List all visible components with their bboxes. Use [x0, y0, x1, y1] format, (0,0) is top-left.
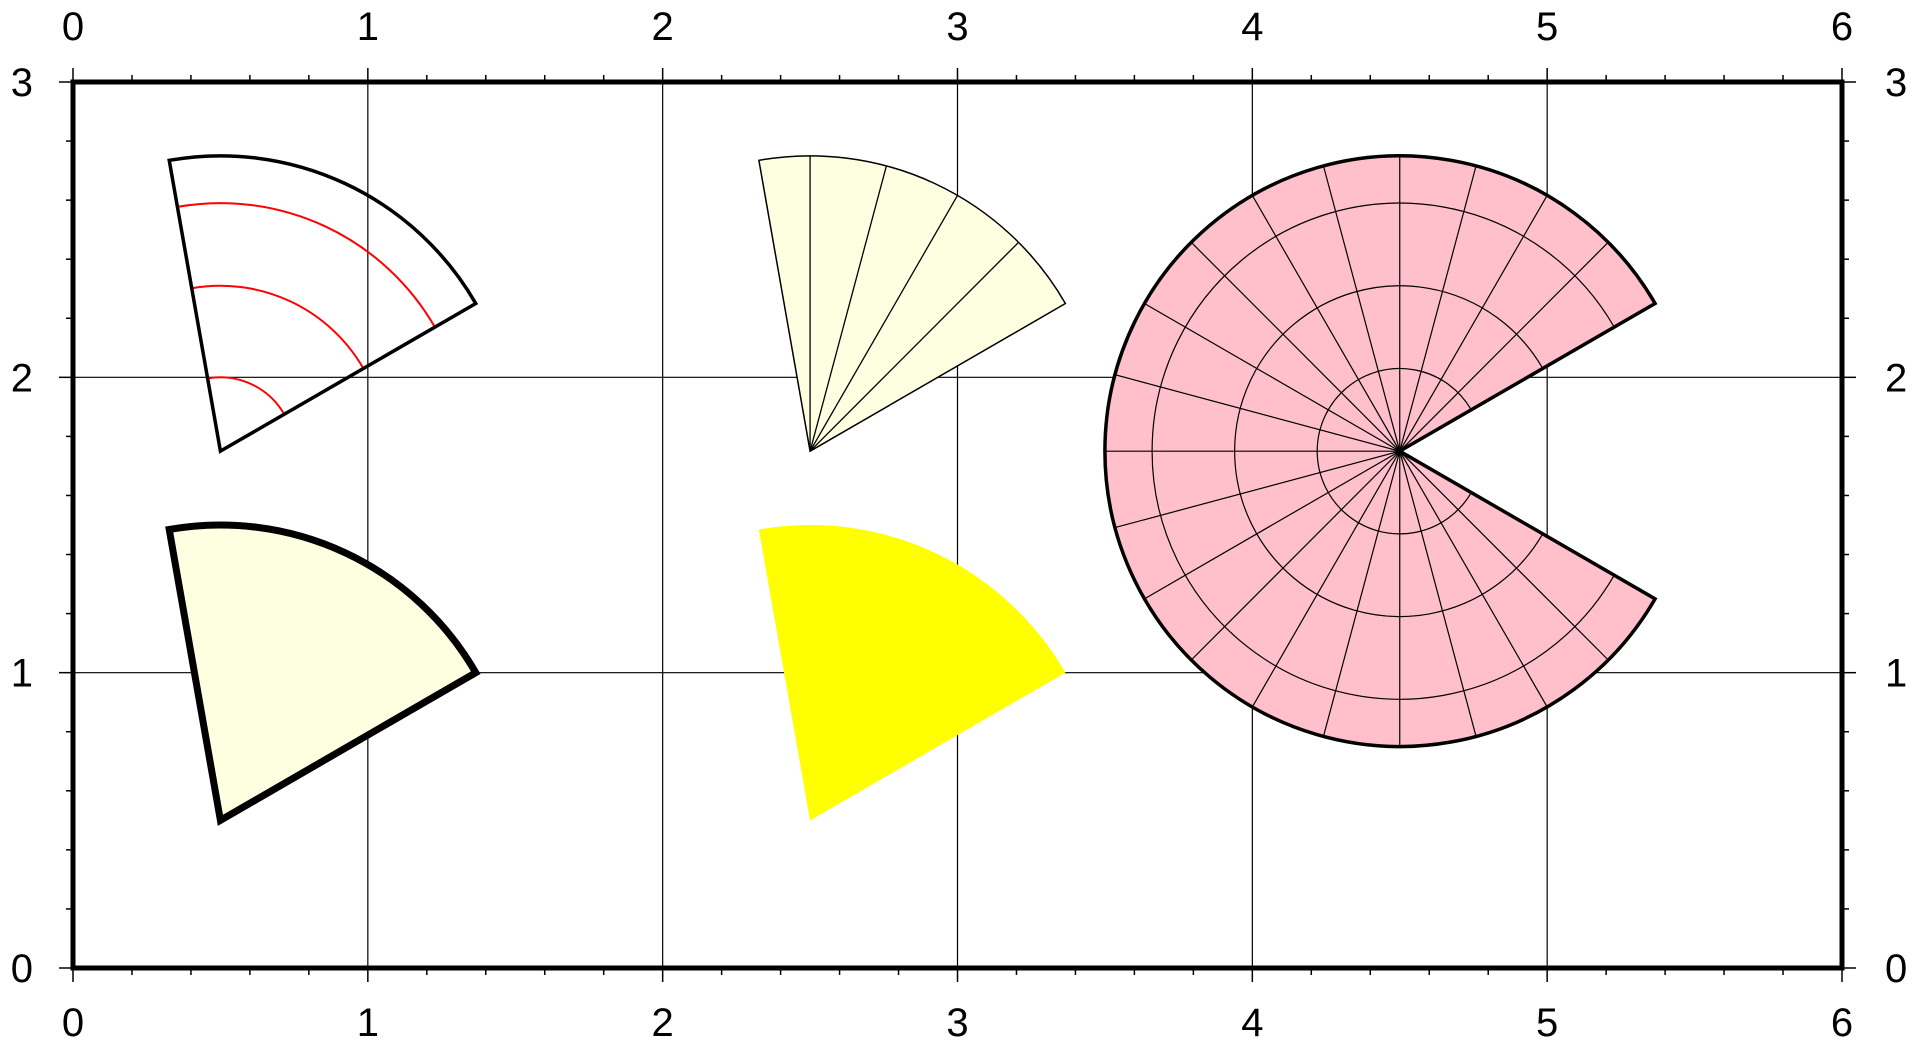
- x-tick-label-bottom: 6: [1831, 1001, 1853, 1045]
- x-tick-label-top: 1: [357, 5, 379, 49]
- radial-line: [1144, 302, 1401, 452]
- x-tick-label-bottom: 0: [62, 1001, 84, 1045]
- y-tick-label-right: 2: [1885, 356, 1907, 400]
- x-tick-label-top: 5: [1536, 5, 1558, 49]
- x-tick-label-bottom: 3: [946, 1001, 968, 1045]
- wedge-fill: [169, 524, 476, 821]
- y-tick-label-right: 0: [1885, 947, 1907, 991]
- y-tick-label-left: 2: [11, 356, 33, 400]
- wedge-filled-thick: [165, 521, 481, 826]
- radial-line: [1399, 451, 1477, 737]
- y-tick-label-right: 1: [1885, 652, 1907, 696]
- radial-line: [1144, 450, 1401, 600]
- radial-line: [1399, 241, 1609, 452]
- inner-arc: [207, 376, 286, 415]
- x-tick-label-top: 0: [62, 5, 84, 49]
- radial-line: [1190, 241, 1401, 452]
- radial-line: [1114, 450, 1400, 529]
- x-tick-label-top: 4: [1241, 5, 1263, 49]
- wedge-shapes: [165, 154, 1658, 826]
- radial-line: [1322, 165, 1401, 452]
- x-tick-label-bottom: 1: [357, 1001, 379, 1045]
- pacman-wedge: [1103, 154, 1658, 749]
- wedge-radial-lines: [758, 155, 1067, 453]
- x-tick-label-bottom: 5: [1536, 1001, 1558, 1045]
- x-tick-label-bottom: 4: [1241, 1001, 1263, 1045]
- radial-line: [1322, 451, 1401, 737]
- wedge-outline: [758, 155, 1067, 453]
- wedge-fill: [758, 524, 1066, 821]
- radial-line: [1399, 165, 1477, 452]
- radial-line: [1399, 450, 1548, 708]
- wedge-outline-red-arcs: [167, 154, 479, 454]
- radial-line: [1114, 374, 1400, 452]
- radial-line: [809, 241, 1020, 452]
- y-tick-label-left: 0: [11, 947, 33, 991]
- axis-ticks: [59, 68, 1856, 982]
- inner-arc: [177, 202, 436, 328]
- wedge-outline: [167, 154, 479, 454]
- y-tick-label-left: 1: [11, 652, 33, 696]
- wedge-yellow: [758, 524, 1066, 821]
- radial-line: [1399, 450, 1609, 661]
- radial-line: [1190, 450, 1401, 661]
- x-tick-label-top: 6: [1831, 5, 1853, 49]
- y-tick-label-right: 3: [1885, 61, 1907, 105]
- y-tick-label-left: 3: [11, 61, 33, 105]
- wedge-outline: [1103, 154, 1658, 749]
- inner-arc: [191, 284, 365, 369]
- x-tick-label-bottom: 2: [652, 1001, 674, 1045]
- radial-line: [809, 195, 959, 452]
- x-tick-label-top: 3: [946, 5, 968, 49]
- radial-line: [1399, 195, 1548, 452]
- radial-line: [1251, 450, 1401, 708]
- wedge-outline: [165, 521, 481, 826]
- radial-line: [809, 165, 888, 452]
- x-tick-label-top: 2: [652, 5, 674, 49]
- radial-line: [1251, 195, 1401, 452]
- wedge-fill: [758, 155, 1066, 452]
